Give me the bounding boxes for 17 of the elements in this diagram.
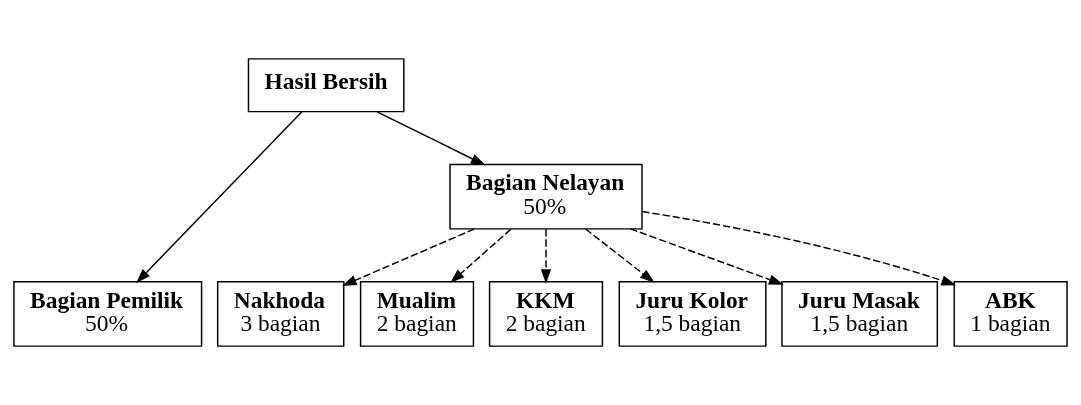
arrow	[540, 228, 552, 284]
node-box: Mualim 2 bagian	[359, 280, 475, 347]
arrow	[629, 228, 784, 285]
node-box: Bagian Pemilik 50%	[13, 280, 203, 347]
node-box: KKM 2 bagian	[488, 280, 604, 347]
node-box: Hasil Bersih	[247, 58, 405, 113]
arrow	[450, 228, 512, 284]
node-box: Juru Kolor 1,5 bagian	[618, 280, 767, 347]
node-box: ABK 1 bagian	[953, 280, 1068, 347]
node-box: Juru Masak 1,5 bagian	[781, 280, 939, 347]
arrow	[641, 210, 957, 286]
arrow	[376, 111, 486, 166]
arrow	[584, 228, 655, 283]
arrow	[136, 111, 303, 284]
arrow	[341, 228, 475, 287]
node-box: Bagian Nelayan 50%	[449, 163, 643, 230]
node-box: Nakhoda 3 bagian	[216, 280, 345, 347]
